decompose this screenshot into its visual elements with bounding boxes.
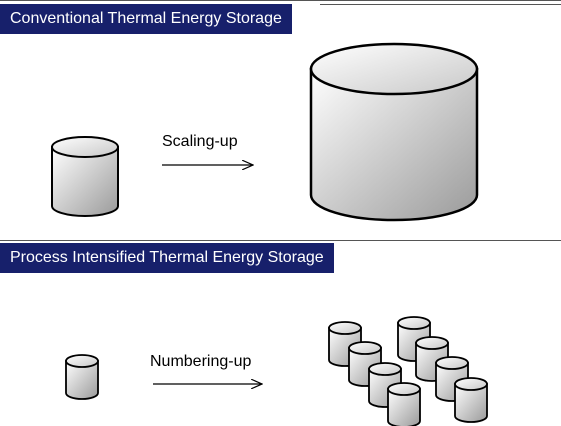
conventional-title: Conventional Thermal Energy Storage — [0, 4, 292, 34]
section-divider-top-line — [320, 4, 561, 5]
intensified-title: Process Intensified Thermal Energy Stora… — [0, 243, 334, 273]
module-cylinder-7 — [387, 382, 421, 426]
large-tank-cylinder — [309, 42, 479, 222]
scaling-up-label: Scaling-up — [162, 133, 238, 150]
numbering-up-label: Numbering-up — [150, 353, 252, 370]
small-tank-cylinder — [51, 136, 119, 217]
section-divider-top — [0, 0, 561, 1]
module-cylinder-4 — [415, 336, 449, 382]
section-divider-bottom — [0, 240, 561, 241]
module-cylinder-8 — [454, 377, 488, 423]
single-module-cylinder — [65, 354, 99, 400]
